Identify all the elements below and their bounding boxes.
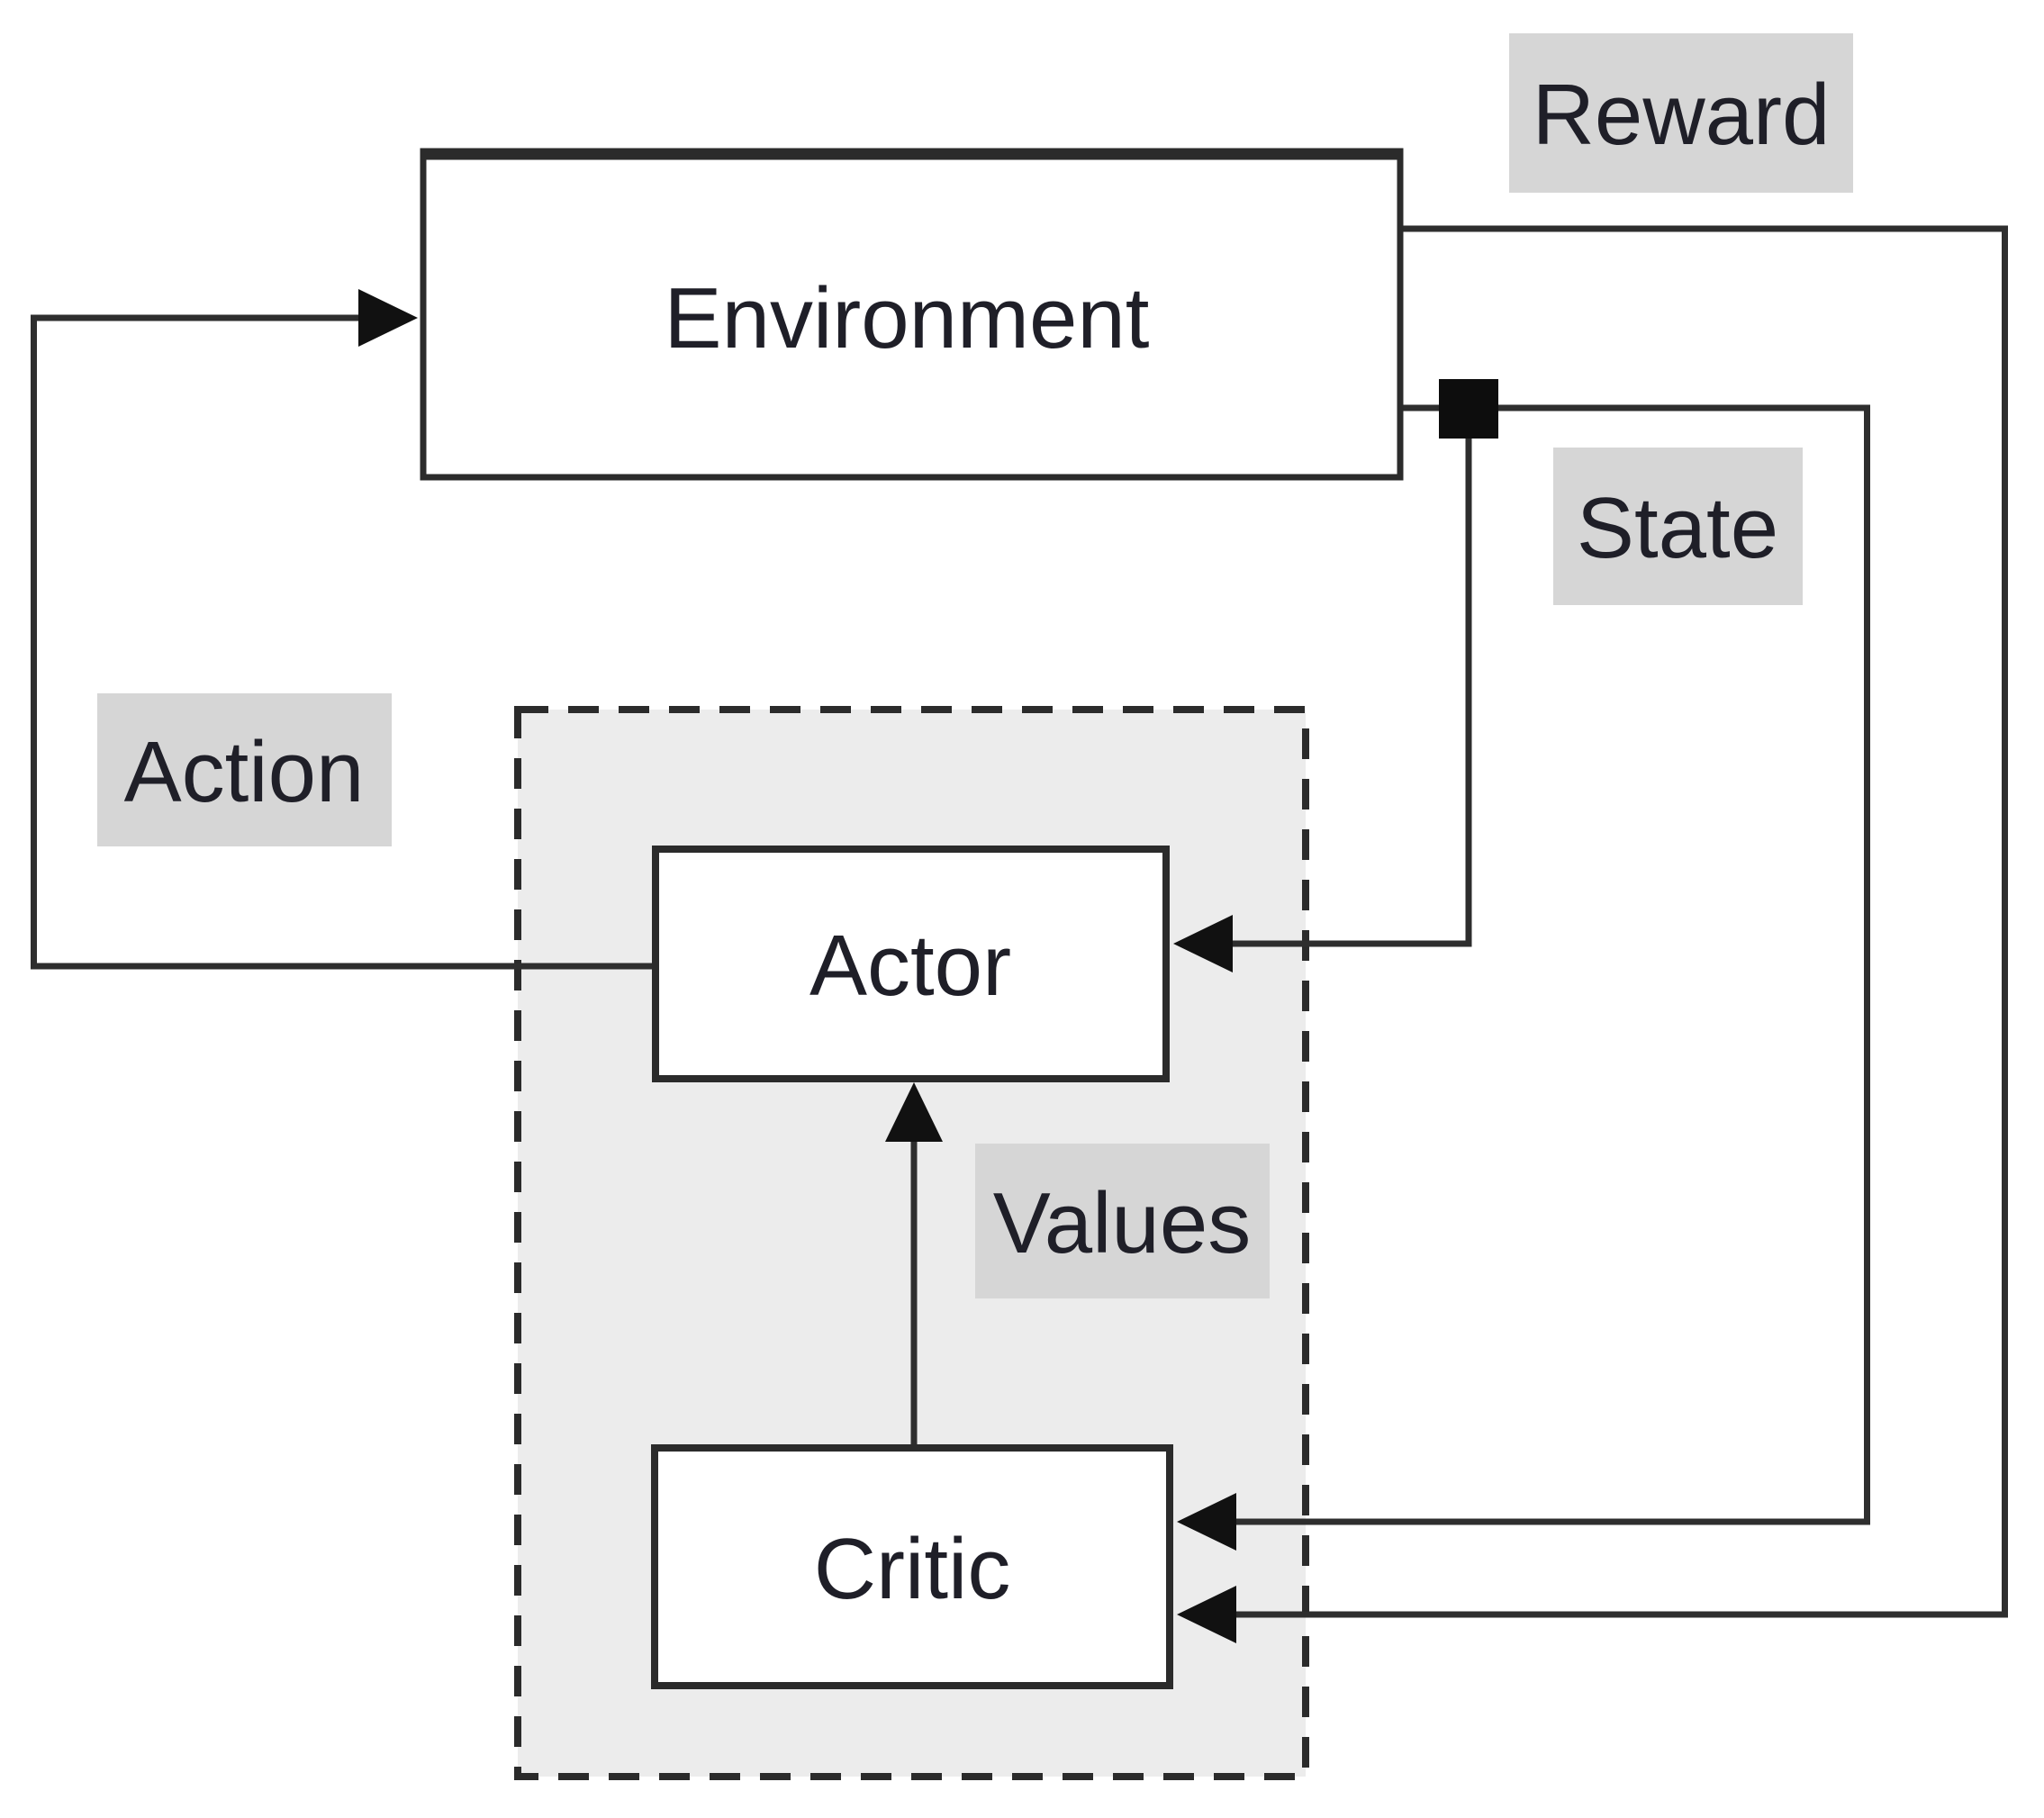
state-junction-connector-icon [1439,379,1498,439]
actor-node: Actor [652,846,1170,1082]
state-label-text: State [1577,480,1778,576]
state-label-bg [1553,448,1803,605]
state-critic-arrowhead-icon [1177,1493,1236,1551]
action-label-bg [97,693,392,846]
reward-label-bg [1509,33,1853,193]
action-edge-line [31,314,659,970]
values-label-text: Values [993,1175,1251,1271]
actor-label: Actor [809,918,1011,1014]
state-to-critic-edge-line [1231,404,1870,1525]
environment-label: Environment [665,270,1150,366]
action-edge-label: Action [97,693,392,846]
values-arrowhead-icon [885,1082,943,1142]
reward-edge-label: Reward [1509,33,1853,193]
action-arrowhead-icon [358,289,418,347]
reward-edge-line [1231,225,2008,1618]
environment-node: Environment [420,148,1404,481]
critic-label: Critic [814,1521,1011,1617]
critic-node: Critic [651,1444,1173,1689]
values-label-bg [975,1144,1270,1298]
state-edge-label: State [1553,448,1803,605]
reward-label-text: Reward [1533,67,1831,163]
environment-box [420,148,1404,481]
reward-arrowhead-icon [1177,1586,1236,1643]
critic-box [651,1444,1173,1689]
state-to-actor-edge-line [1227,423,1472,947]
state-actor-arrowhead-icon [1173,915,1233,972]
action-label-text: Action [124,724,365,820]
values-edge-label: Values [975,1144,1270,1298]
actor-box [652,846,1170,1082]
